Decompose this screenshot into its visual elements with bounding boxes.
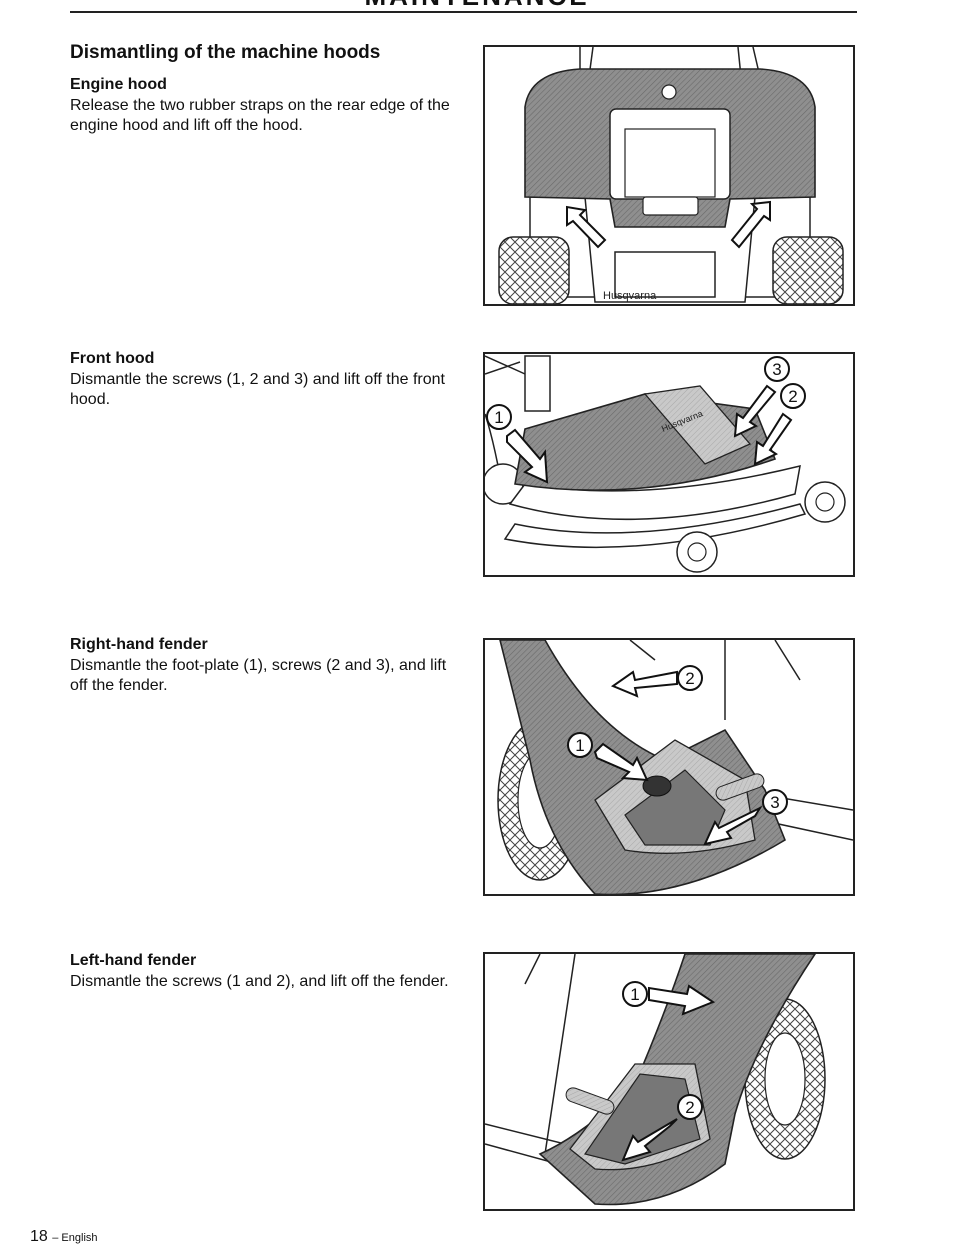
callout-2: 2 <box>788 387 797 406</box>
callout-1: 1 <box>494 408 503 427</box>
page-number: 18 <box>30 1228 48 1245</box>
callout-1: 1 <box>630 985 639 1004</box>
callout-2: 2 <box>685 669 694 688</box>
callout-3: 3 <box>772 360 781 379</box>
engine-hood-figure: Husqvarna <box>483 45 855 306</box>
left-fender-text: Dismantle the screws (1 and 2), and lift… <box>70 973 449 990</box>
arrow-icon <box>703 805 763 846</box>
front-hood-figure: Husqvarna 1 3 2 <box>483 352 855 577</box>
header-rule <box>70 11 857 13</box>
callout-2: 2 <box>685 1098 694 1117</box>
arrow-icon <box>648 984 716 1016</box>
header-title: MAINTENANCE <box>0 0 954 9</box>
right-fender-title: Right-hand fender <box>70 636 208 653</box>
arrow-icon <box>733 384 777 438</box>
arrow-icon <box>610 670 678 698</box>
arrow-icon <box>593 742 649 782</box>
brand-label: Husqvarna <box>603 290 657 302</box>
right-fender-figure: 1 2 3 <box>483 638 855 896</box>
logo-icon <box>661 84 677 100</box>
arrow-icon <box>566 205 607 249</box>
section-title: Dismantling of the machine hoods <box>70 42 381 63</box>
arrow-icon <box>753 412 793 466</box>
arrow-icon <box>506 428 549 484</box>
left-fender-title: Left-hand fender <box>70 952 197 969</box>
left-fender-figure: 1 2 <box>483 952 855 1211</box>
callout-1: 1 <box>575 736 584 755</box>
page-footer: 18 – English <box>30 1228 98 1246</box>
callout-3: 3 <box>770 793 779 812</box>
engine-hood-text: Release the two rubber straps on the rea… <box>70 97 450 134</box>
arrow-icon <box>621 1118 678 1162</box>
arrow-icon <box>730 200 771 249</box>
left-tire <box>498 236 570 304</box>
right-tire <box>772 236 844 304</box>
right-fender-text: Dismantle the foot-plate (1), screws (2 … <box>70 657 447 694</box>
engine-hood-title: Engine hood <box>70 76 167 93</box>
front-hood-text: Dismantle the screws (1, 2 and 3) and li… <box>70 371 445 408</box>
footer-language: – English <box>52 1232 98 1244</box>
front-hood-title: Front hood <box>70 350 155 367</box>
